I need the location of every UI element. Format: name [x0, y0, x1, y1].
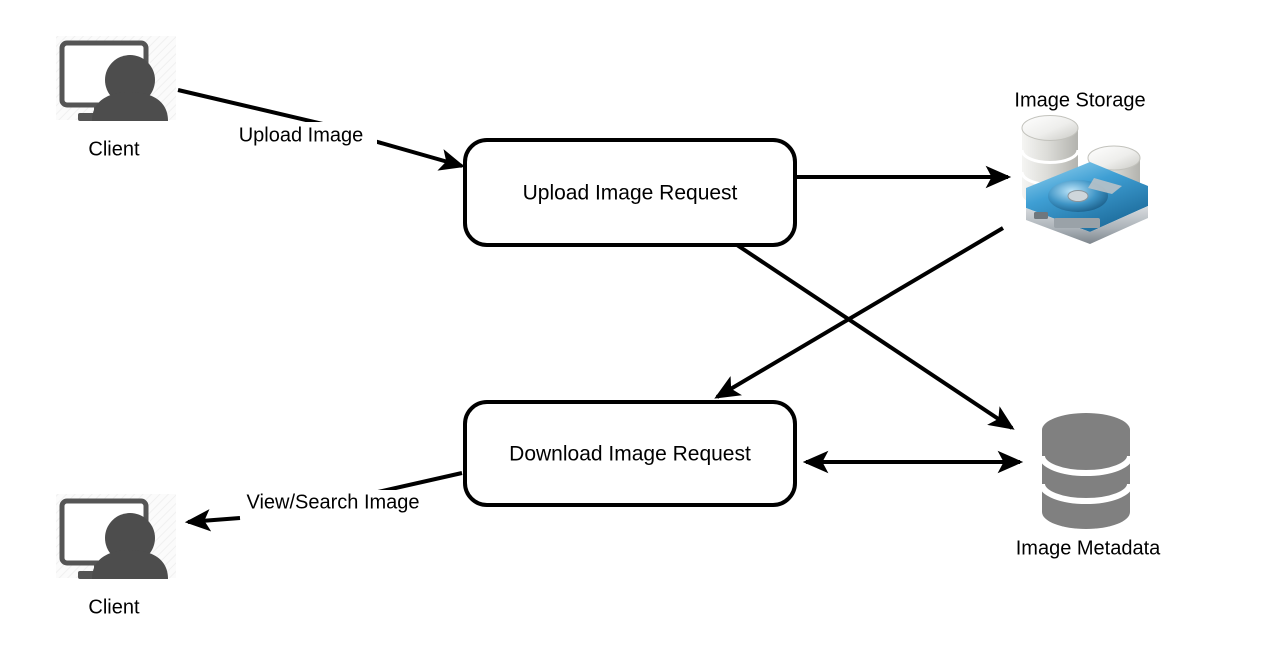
client-computer-user-icon-top: [56, 36, 176, 121]
upload-image-request-label: Upload Image Request: [523, 182, 738, 205]
client-top-label: Client: [88, 138, 140, 160]
client-bottom-label: Client: [88, 596, 140, 618]
edge-label-bg-view-search-image: [228, 490, 438, 516]
upload-image-request-box[interactable]: [463, 138, 797, 247]
edge-upload-to-metadata: [732, 241, 1015, 430]
edge-label-bg-upload-image: [225, 122, 377, 148]
image-metadata-label: Image Metadata: [1016, 537, 1161, 559]
edge-storage-to-download: [714, 226, 1005, 399]
edge-label-view-search-image: View/Search Image: [246, 491, 419, 513]
download-image-request-box[interactable]: [463, 400, 797, 507]
image-storage-label: Image Storage: [1014, 89, 1145, 111]
download-image-request-label: Download Image Request: [509, 443, 751, 466]
client-computer-user-icon-bottom: [56, 494, 176, 579]
edge-label-upload-image: Upload Image: [239, 124, 364, 146]
disk-storage-icon: [1020, 115, 1148, 244]
edge-download-to-client: [184, 471, 463, 532]
database-cylinder-icon: [1039, 413, 1133, 529]
